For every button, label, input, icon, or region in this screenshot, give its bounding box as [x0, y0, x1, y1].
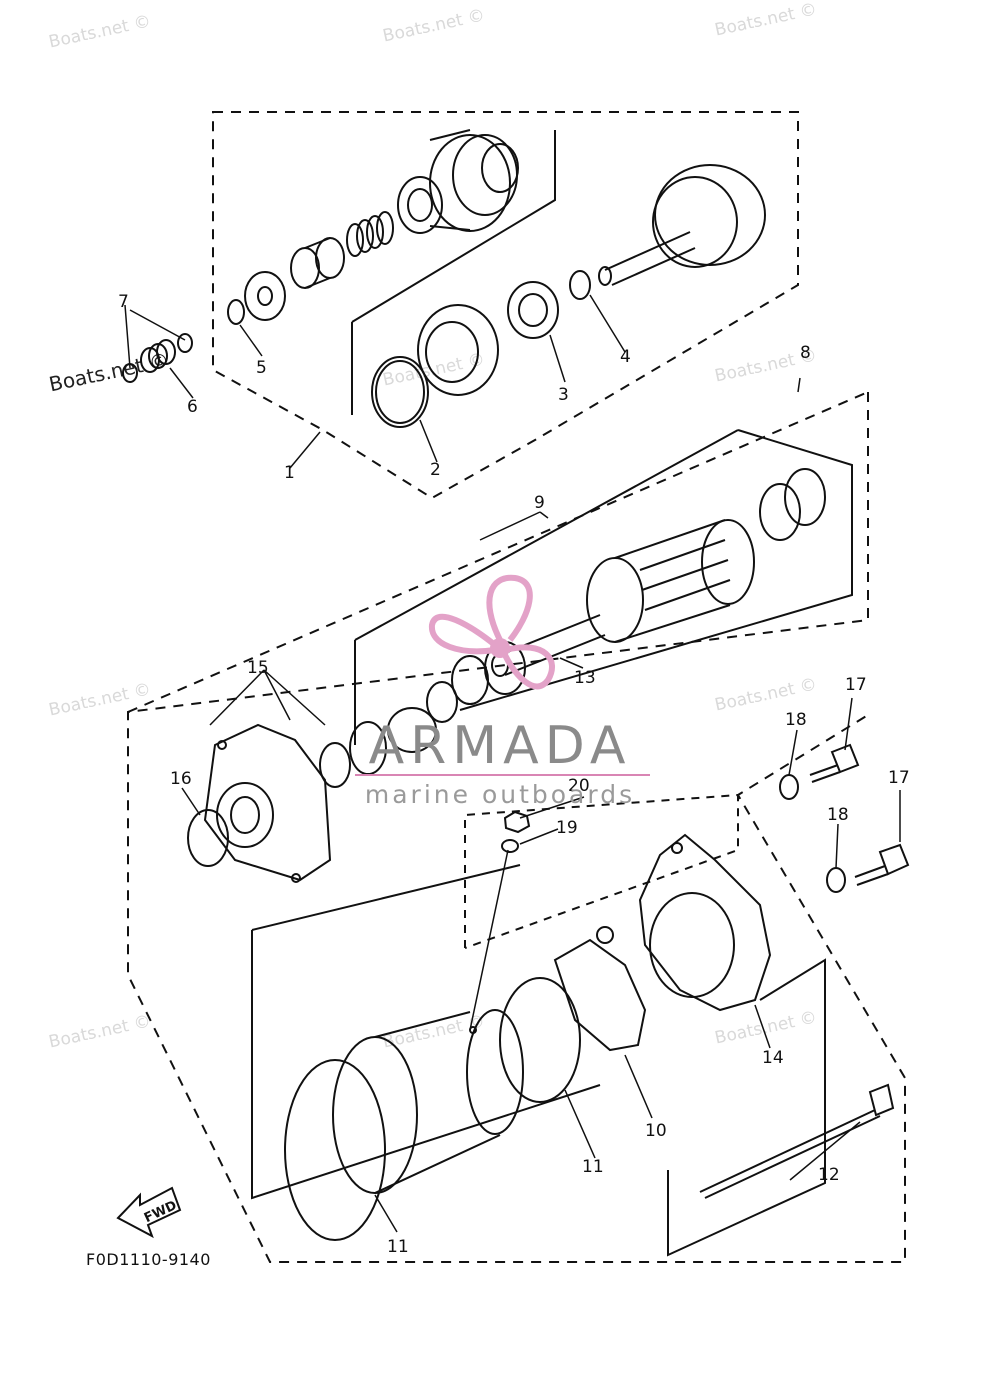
bracket-panel	[351, 130, 556, 415]
logo-hub	[490, 638, 510, 658]
callout-16: 16	[170, 769, 192, 789]
through-bolt-part	[699, 1083, 895, 1199]
logo-blade	[486, 574, 533, 642]
callout-4: 4	[620, 347, 631, 367]
callout-14: 14	[762, 1048, 784, 1068]
callout-19: 19	[556, 818, 578, 838]
brand-tagline: marine outboards	[364, 780, 636, 809]
armature-bracket	[354, 429, 853, 745]
brand-logo-icon	[428, 574, 555, 690]
o-ring-rear	[499, 977, 581, 1103]
brand-watermark: ARMADA marine outboards	[345, 718, 655, 810]
washer-18-lower	[826, 867, 846, 893]
armature-washer	[784, 468, 826, 526]
assembly-outline-8b	[127, 391, 869, 713]
brush-holder-part	[553, 926, 647, 1052]
callout-20: 20	[568, 776, 590, 796]
yoke-part	[332, 1009, 524, 1194]
nut-20	[503, 810, 531, 834]
snap-ring-4	[569, 270, 591, 300]
yoke-bracket	[251, 864, 601, 1200]
callout-17b: 17	[888, 768, 910, 788]
callout-group: 1 2 3 4 5 6 7 8 9 10 11 11 12 13 14 15 1…	[118, 292, 910, 1257]
pinion-clutch-part	[397, 129, 519, 234]
callout-18a: 18	[785, 710, 807, 730]
armature-part	[491, 519, 755, 677]
callout-1: 1	[284, 463, 295, 483]
spring-part	[346, 211, 394, 257]
end-cover-part	[203, 723, 332, 883]
snap-ring-5	[227, 299, 245, 325]
gear-housing-part	[417, 304, 499, 396]
bearing-part	[319, 707, 437, 788]
callout-18b: 18	[827, 805, 849, 825]
stop-collar-part	[290, 237, 345, 289]
callout-17a: 17	[845, 675, 867, 695]
logo-blade	[428, 613, 497, 655]
logo-blade	[502, 644, 555, 690]
diagram-code: F0D1110-9140	[86, 1250, 211, 1269]
fwd-arrow-icon: FWD	[116, 1186, 182, 1239]
gear-ring-part	[371, 356, 429, 428]
callout-3: 3	[558, 385, 569, 405]
callout-5: 5	[256, 358, 267, 378]
callout-9: 9	[534, 493, 545, 513]
rear-housing-part	[638, 833, 772, 1012]
bolt-17-upper	[809, 743, 860, 783]
small-spring-part	[122, 333, 193, 383]
brand-name: ARMADA	[368, 716, 632, 776]
leader-lines	[124, 294, 901, 1233]
bolt-bracket	[667, 958, 826, 1257]
callout-8: 8	[800, 343, 811, 363]
callout-11a: 11	[582, 1157, 604, 1177]
washer-19	[501, 839, 519, 853]
callout-6: 6	[187, 397, 198, 417]
retainer-part	[507, 281, 559, 339]
armature-washer	[759, 483, 801, 541]
callout-12: 12	[818, 1165, 840, 1185]
o-ring-front	[284, 1059, 386, 1241]
washer-18-upper	[779, 774, 799, 800]
callout-13: 13	[574, 668, 596, 688]
callout-15: 15	[247, 658, 269, 678]
bolt-17-lower	[854, 843, 910, 886]
assembly-outline-8	[127, 392, 906, 1263]
planetary-shaft-part	[598, 164, 766, 286]
callout-10: 10	[645, 1121, 667, 1141]
assembly-outline-1	[212, 111, 799, 500]
brand-underline	[355, 774, 650, 776]
cap-part	[187, 809, 229, 867]
armature-washer	[426, 681, 458, 723]
callout-2: 2	[430, 460, 441, 480]
washer-part	[244, 271, 286, 321]
callout-11b: 11	[387, 1237, 409, 1257]
callout-7: 7	[118, 292, 129, 312]
